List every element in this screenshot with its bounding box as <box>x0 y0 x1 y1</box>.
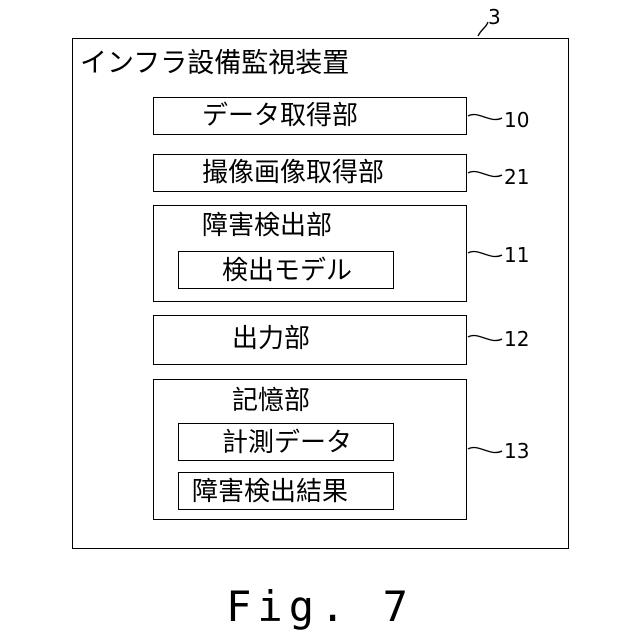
figure-caption: Fig. 7 <box>0 582 640 631</box>
leader-3 <box>478 22 488 36</box>
leader-21 <box>468 171 502 176</box>
leader-11 <box>468 251 502 256</box>
leader-13 <box>468 447 502 452</box>
leader-10 <box>468 114 502 119</box>
leader-12 <box>468 335 502 340</box>
